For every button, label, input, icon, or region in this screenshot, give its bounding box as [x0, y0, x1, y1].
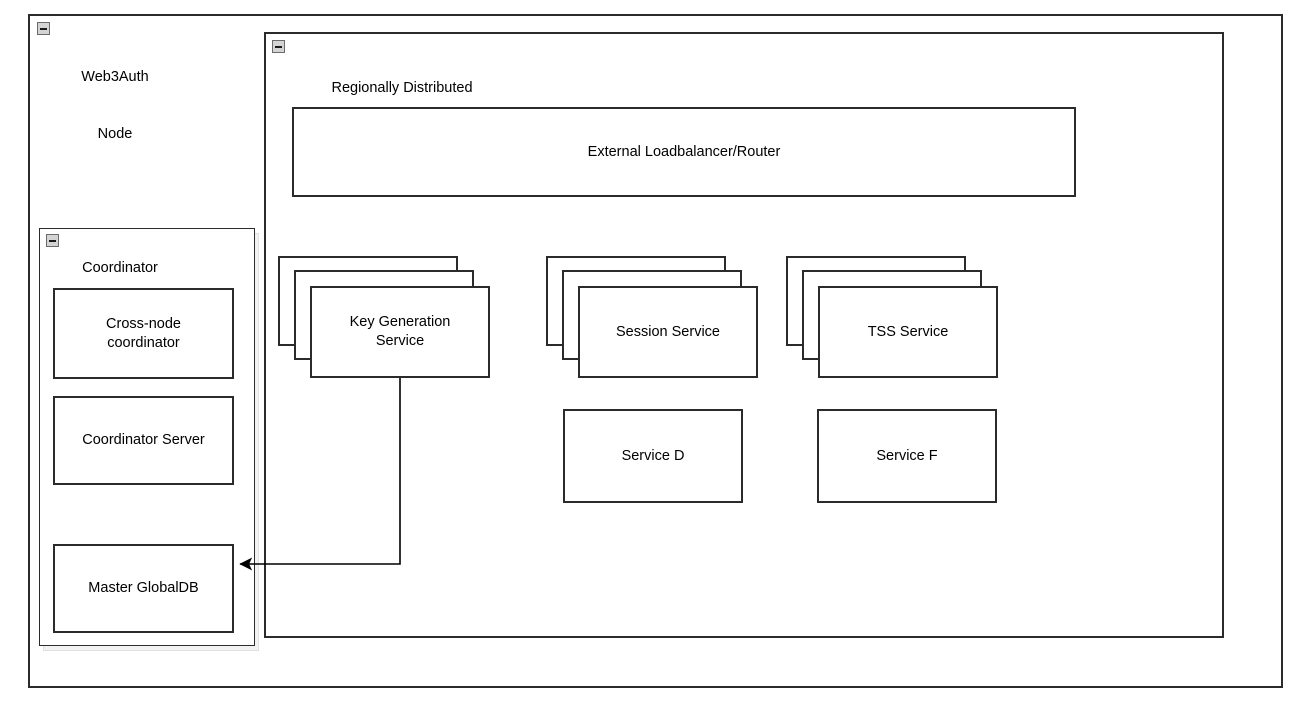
group-label-line2: Node: [97, 126, 133, 142]
node-external-loadbalancer-router[interactable]: External Loadbalancer/Router: [292, 107, 1076, 197]
node-master-globaldb[interactable]: Master GlobalDB: [53, 544, 234, 633]
node-label: Session Service: [616, 323, 720, 340]
node-service-f[interactable]: Service F: [817, 409, 997, 503]
node-tss-service[interactable]: TSS Service: [818, 286, 998, 378]
node-label: TSS Service: [867, 323, 949, 340]
group-label-line1: Regionally Distributed: [331, 80, 473, 96]
node-label: Cross-node coordinator: [106, 315, 181, 351]
node-label: Service D: [621, 447, 685, 464]
group-label-line1: Web3Auth: [81, 69, 149, 85]
node-session-service[interactable]: Session Service: [578, 286, 758, 378]
group-label-coordinator: Coordinator: [66, 240, 226, 297]
node-label: External Loadbalancer/Router: [587, 143, 781, 160]
group-label-web3auth-node: Web3Auth Node: [55, 30, 175, 182]
group-label-text: Coordinator: [82, 260, 158, 276]
collapse-minus-icon-web3auth-node[interactable]: [37, 22, 50, 35]
node-service-d[interactable]: Service D: [563, 409, 743, 503]
node-coordinator-server[interactable]: Coordinator Server: [53, 396, 234, 485]
node-label: Coordinator Server: [82, 432, 205, 448]
node-label: Key Generation Service: [349, 314, 451, 349]
node-cross-node-coordinator[interactable]: Cross-node coordinator: [53, 288, 234, 379]
node-label: Service F: [876, 447, 938, 464]
collapse-minus-icon-regionally-distributed[interactable]: [272, 40, 285, 53]
node-key-generation-service[interactable]: Key Generation Service: [310, 286, 490, 378]
node-label: Master GlobalDB: [88, 580, 199, 596]
collapse-minus-icon-coordinator[interactable]: [46, 234, 59, 247]
